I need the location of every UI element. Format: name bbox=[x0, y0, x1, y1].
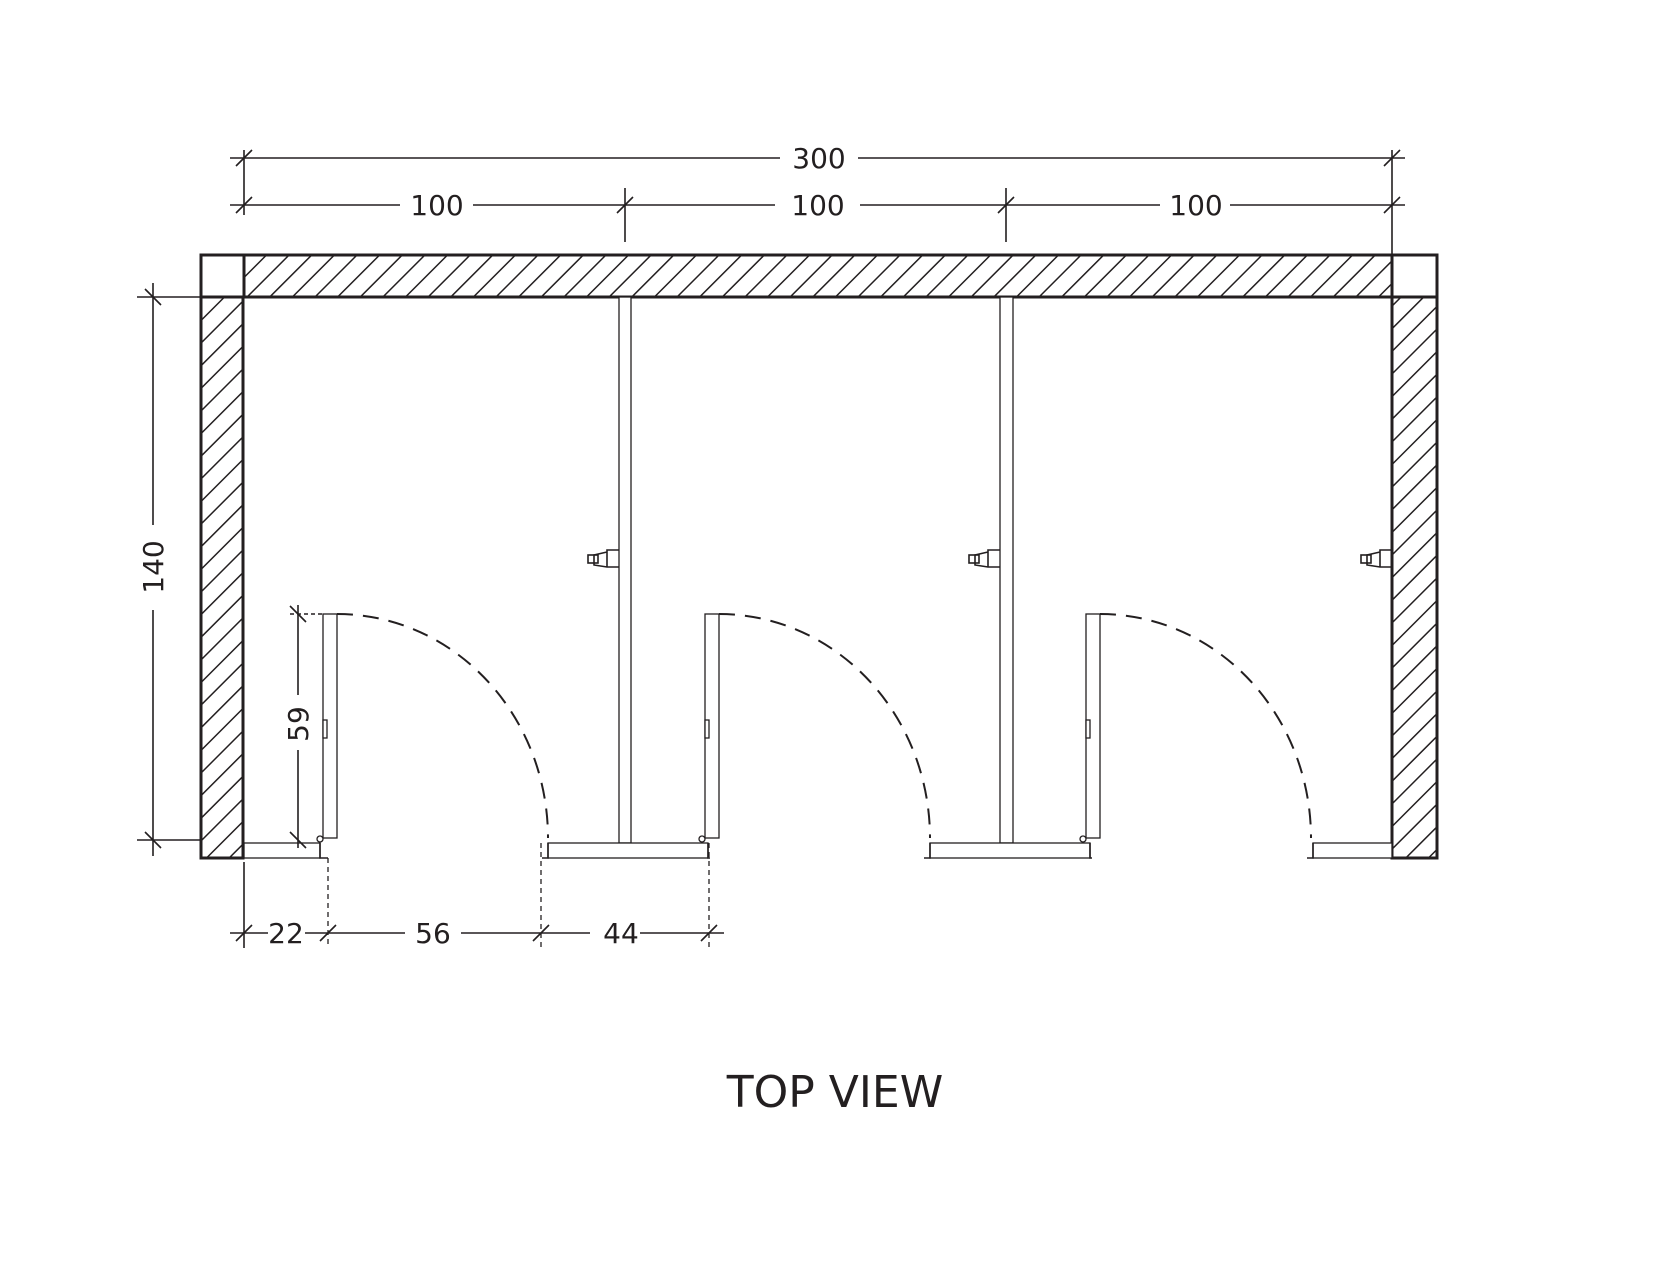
dim-overall-width: 300 bbox=[792, 142, 845, 175]
walls bbox=[199, 253, 1439, 860]
dim-bottom-1: 22 bbox=[268, 917, 304, 950]
partitions bbox=[618, 296, 1014, 844]
left-wall bbox=[199, 295, 245, 860]
top-wall-hatch bbox=[242, 253, 1394, 299]
dim-cubicle-2: 100 bbox=[791, 189, 844, 222]
hinge-icon bbox=[316, 835, 324, 843]
door-1 bbox=[316, 613, 549, 843]
dim-depth: 140 bbox=[137, 540, 170, 593]
toilet-paper-holders bbox=[587, 549, 1392, 568]
front-panels bbox=[243, 842, 1393, 859]
dim-door-length: 59 bbox=[282, 706, 315, 742]
door-3 bbox=[1079, 613, 1312, 843]
doors bbox=[316, 613, 1312, 843]
door-2 bbox=[698, 613, 931, 843]
right-wall bbox=[1390, 295, 1439, 860]
dim-cubicle-3: 100 bbox=[1169, 189, 1222, 222]
dimension-lines bbox=[137, 149, 1405, 948]
dim-bottom-2: 56 bbox=[415, 917, 451, 950]
dim-bottom-3: 44 bbox=[603, 917, 639, 950]
drawing-title: TOP VIEW bbox=[726, 1067, 943, 1118]
door-latch bbox=[322, 719, 328, 739]
dim-cubicle-1: 100 bbox=[410, 189, 463, 222]
